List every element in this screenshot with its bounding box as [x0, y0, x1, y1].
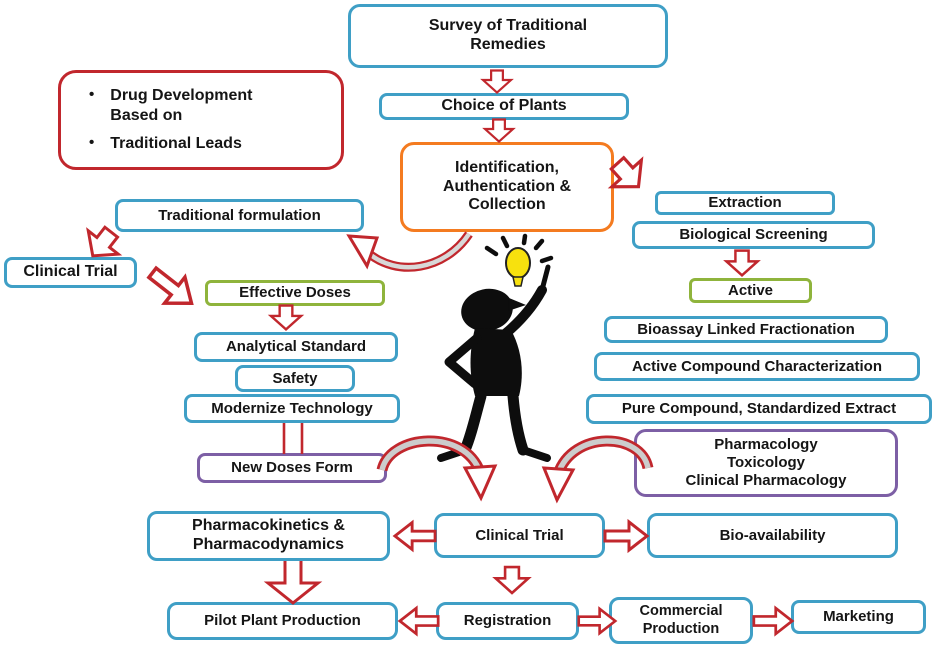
arrow-clinical-trial-to-registration-icon: [492, 560, 532, 600]
arrow-traditional-formulation-to-clinical-trial-icon: [72, 215, 131, 274]
bullet-icon: •: [89, 86, 95, 103]
node-biological-screening: Biological Screening: [632, 221, 875, 249]
node-traditional-formulation: Traditional formulation: [115, 199, 364, 232]
note-item-text: Drug Development Based on: [110, 87, 253, 124]
node-modernize-technology: Modernize Technology: [184, 394, 400, 423]
node-bio-availability: Bio-availability: [647, 513, 898, 558]
node-marketing: Marketing: [791, 600, 926, 634]
arrow-clinical-trial-to-pharmacokinetics-icon: [392, 517, 437, 555]
arrow-new-doses-form-to-clinical-trial-icon: [368, 426, 500, 512]
node-choice-of-plants: Choice of Plants: [379, 93, 629, 120]
node-safety: Safety: [235, 365, 355, 392]
arrow-effective-doses-to-analytical-standard-icon: [267, 304, 305, 332]
node-bioassay-linked-fractionation: Bioassay Linked Fractionation: [604, 316, 888, 343]
arrow-registration-to-commercial-production-icon: [577, 604, 618, 638]
arrow-pharmacology-to-clinical-trial-icon: [541, 426, 661, 512]
node-clinical-trial-center: Clinical Trial: [434, 513, 605, 558]
node-new-doses-form: New Doses Form: [197, 453, 387, 483]
node-pure-compound-standardized-extract: Pure Compound, Standardized Extract: [586, 394, 932, 424]
note-drug-development-based-on-traditional-leads: • Drug Development Based on • Traditiona…: [58, 70, 344, 170]
node-survey-of-traditional-remedies: Survey of Traditional Remedies: [348, 4, 668, 68]
lightbulb-icon: [505, 247, 531, 279]
node-pilot-plant-production: Pilot Plant Production: [167, 602, 398, 640]
arrow-pharmacokinetics-to-pilot-plant-icon: [262, 561, 324, 605]
arrow-survey-to-choice-icon: [478, 69, 516, 95]
arrow-registration-to-pilot-plant-icon: [397, 604, 440, 638]
node-analytical-standard: Analytical Standard: [194, 332, 398, 362]
node-pharmacokinetics-pharmacodynamics: Pharmacokinetics & Pharmacodynamics: [147, 511, 390, 561]
arrow-clinical-trial-to-effective-doses-icon: [131, 250, 212, 326]
arrow-identification-to-traditional-formulation-icon: [345, 226, 475, 281]
bullet-icon: •: [89, 134, 95, 151]
arrow-identification-to-extraction-icon: [596, 143, 660, 206]
node-commercial-production: Commercial Production: [609, 597, 753, 644]
connector-modernize-to-new-doses-icon: [278, 423, 308, 454]
node-pharmacology-toxicology-clinical-pharmacology: Pharmacology Toxicology Clinical Pharmac…: [634, 429, 898, 497]
node-registration: Registration: [436, 602, 579, 640]
arrow-choice-to-identification-icon: [480, 118, 518, 144]
node-extraction: Extraction: [655, 191, 835, 215]
node-clinical-trial-left: Clinical Trial: [4, 257, 137, 288]
node-active-compound-characterization: Active Compound Characterization: [594, 352, 920, 381]
note-row: • Drug Development Based on: [89, 86, 300, 126]
node-active: Active: [689, 278, 812, 303]
note-item-text: Traditional Leads: [110, 135, 242, 152]
idea-person-icon: [425, 233, 595, 464]
lightbulb-rays-icon: [484, 233, 554, 264]
node-effective-doses: Effective Doses: [205, 280, 385, 306]
arrow-biological-screening-to-active-icon: [723, 249, 761, 278]
arrow-commercial-production-to-marketing-icon: [752, 604, 795, 638]
note-row: • Traditional Leads: [89, 134, 242, 154]
node-identification-authentication-collection: Identification, Authentication & Collect…: [400, 142, 614, 232]
arrow-clinical-trial-to-bioavailability-icon: [603, 517, 650, 555]
